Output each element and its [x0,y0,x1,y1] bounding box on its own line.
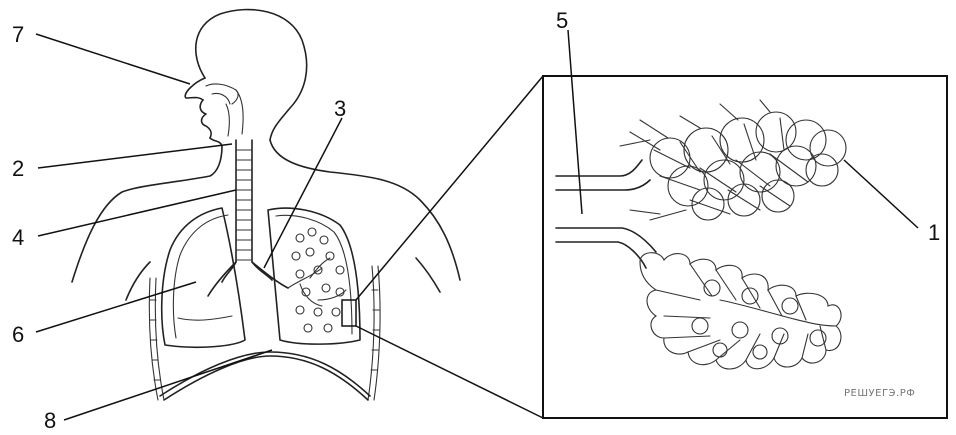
leader-3 [264,118,342,268]
magnified-alveoli [556,100,846,369]
leader-lines [36,30,918,420]
zoom-line-bottom [356,326,543,418]
label-4: 4 [12,225,24,250]
label-7: 7 [12,22,24,47]
leader-1 [844,160,918,228]
watermark: РЕШУЕГЭ.РФ [844,388,915,399]
label-5: 5 [556,8,568,33]
label-8: 8 [44,408,56,433]
torso-outline [72,140,460,300]
label-6: 6 [12,322,24,347]
left-lung [162,208,245,347]
leader-8 [64,350,272,420]
right-lung [268,208,360,344]
head-outline [185,10,306,146]
label-1: 1 [928,220,940,245]
leader-2 [38,144,232,168]
label-3: 3 [334,96,346,121]
leader-6 [36,282,196,332]
diaphragm [160,352,370,400]
zoom-line-top [356,76,543,300]
leader-5 [568,30,582,214]
leader-7 [36,34,190,84]
label-2: 2 [12,156,24,181]
